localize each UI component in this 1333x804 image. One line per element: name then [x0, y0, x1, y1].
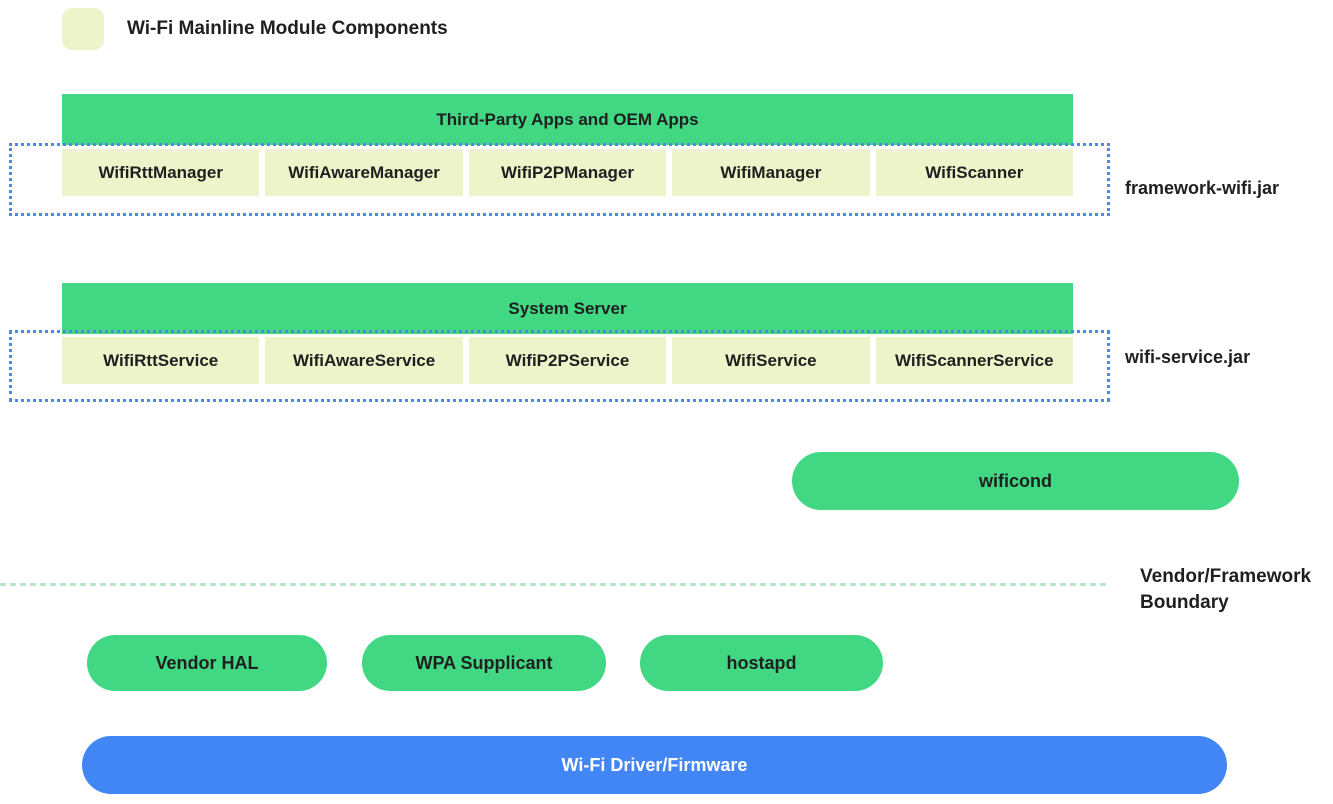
wifi-rtt-service-box: WifiRttService — [62, 337, 260, 384]
framework-manager-row: WifiRttManager WifiAwareManager WifiP2PM… — [62, 149, 1073, 196]
wifi-p2p-service-box: WifiP2PService — [468, 337, 667, 384]
diagram-title: Wi-Fi Mainline Module Components — [127, 18, 448, 39]
wifi-rtt-manager-box: WifiRttManager — [62, 149, 260, 196]
vendor-hal-pill: Vendor HAL — [87, 635, 327, 691]
wpa-supplicant-pill: WPA Supplicant — [362, 635, 606, 691]
third-party-apps-header: Third-Party Apps and OEM Apps — [62, 94, 1073, 145]
service-row: WifiRttService WifiAwareService WifiP2PS… — [62, 337, 1073, 384]
wifi-scanner-box: WifiScanner — [875, 149, 1073, 196]
wifi-aware-service-box: WifiAwareService — [265, 337, 463, 384]
wifi-driver-firmware-bar: Wi-Fi Driver/Firmware — [82, 736, 1227, 794]
system-server-header: System Server — [62, 283, 1073, 334]
wifi-manager-box: WifiManager — [672, 149, 870, 196]
vendor-framework-boundary-label: Vendor/Framework Boundary — [1140, 566, 1312, 613]
wifi-aware-manager-box: WifiAwareManager — [265, 149, 463, 196]
hostapd-pill: hostapd — [640, 635, 883, 691]
framework-wifi-jar-label: framework-wifi.jar — [1125, 178, 1280, 198]
wificond-pill: wificond — [792, 452, 1239, 510]
wifi-p2p-manager-box: WifiP2PManager — [468, 149, 667, 196]
mainline-module-legend-swatch — [62, 8, 104, 50]
wifi-service-box: WifiService — [672, 337, 870, 384]
vendor-framework-boundary-line — [0, 583, 1110, 586]
wifi-service-jar-label: wifi-service.jar — [1125, 347, 1251, 367]
wifi-scanner-service-box: WifiScannerService — [875, 337, 1073, 384]
